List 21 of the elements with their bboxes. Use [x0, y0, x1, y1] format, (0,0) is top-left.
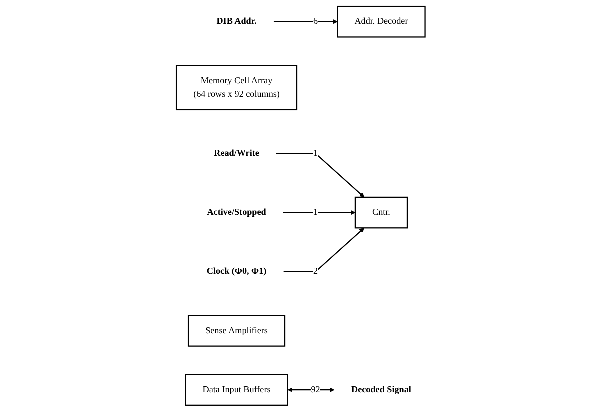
arrow: [287, 388, 334, 393]
edge-label: 1: [312, 208, 318, 218]
node-text: DIB Addr.: [216, 16, 256, 26]
node-text: Decoded Signal: [351, 384, 411, 395]
node-text: Active/Stopped: [206, 208, 266, 218]
node-box: [187, 315, 286, 347]
node-box: [175, 65, 298, 111]
arrow: [273, 19, 338, 24]
edge-label: 6: [312, 16, 318, 26]
arrow: [276, 153, 364, 198]
node-box: [184, 374, 288, 406]
edge-label: 92: [310, 384, 320, 395]
node-text: Read/Write: [214, 148, 259, 158]
arrow: [283, 228, 364, 272]
edge-label: 2: [312, 266, 318, 276]
node-box: [354, 196, 408, 229]
arrow: [282, 210, 356, 216]
block-diagram: 6 1 1 2 92 DIB Addr. Addr. Decoder Memory Cell Array (64 rows x 92 columns) Read/Write Active/Stopped Clock (Φ0, Φ1) Cntr. Sense Amplifiers Data Input Buffers Decoded Signal: [172, 2, 432, 410]
node-box: [336, 6, 426, 38]
node-text: Clock (Φ0, Φ1): [206, 266, 266, 276]
edge-label: 1: [312, 148, 318, 158]
